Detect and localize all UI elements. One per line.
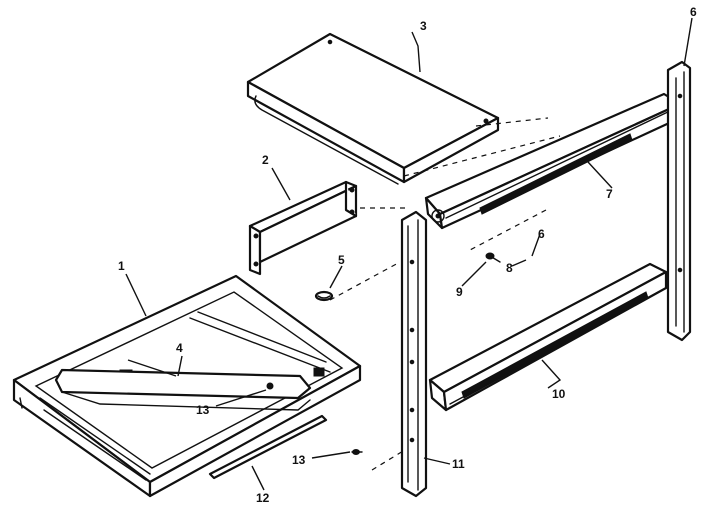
part-10-lower-rail xyxy=(428,262,668,412)
callout-5: 5 xyxy=(338,253,345,267)
callout-labels: 1 2 3 4 5 6 7 6 8 9 10 13 13 11 12 xyxy=(118,5,697,505)
callout-10: 10 xyxy=(552,387,566,401)
callout-6-screw: 6 xyxy=(538,227,545,241)
callout-11: 11 xyxy=(452,457,465,471)
callout-7: 7 xyxy=(606,187,613,201)
part-6-right-upright xyxy=(666,60,692,342)
leader-lines xyxy=(125,17,693,491)
screw-9 xyxy=(485,252,501,263)
callout-3: 3 xyxy=(420,19,427,33)
part-5-plug xyxy=(314,290,334,302)
alignment-lines xyxy=(329,117,561,471)
part-12-strip xyxy=(208,414,328,480)
callout-12: 12 xyxy=(256,491,270,505)
part-2-bracket xyxy=(248,180,358,276)
screw-13-lower xyxy=(351,449,363,455)
part-4-brace xyxy=(54,368,312,411)
callout-9: 9 xyxy=(456,285,463,299)
part-11-left-upright xyxy=(400,210,428,498)
callout-4: 4 xyxy=(176,341,183,355)
part-7-upper-rail xyxy=(424,92,682,230)
callout-13-brace: 13 xyxy=(196,403,210,417)
callout-8: 8 xyxy=(506,261,513,275)
callout-13-screw: 13 xyxy=(292,453,306,467)
callout-2: 2 xyxy=(262,153,269,167)
callout-6-upright: 6 xyxy=(690,5,697,19)
callout-1: 1 xyxy=(118,259,125,273)
part-3-shelf-panel xyxy=(246,32,500,185)
